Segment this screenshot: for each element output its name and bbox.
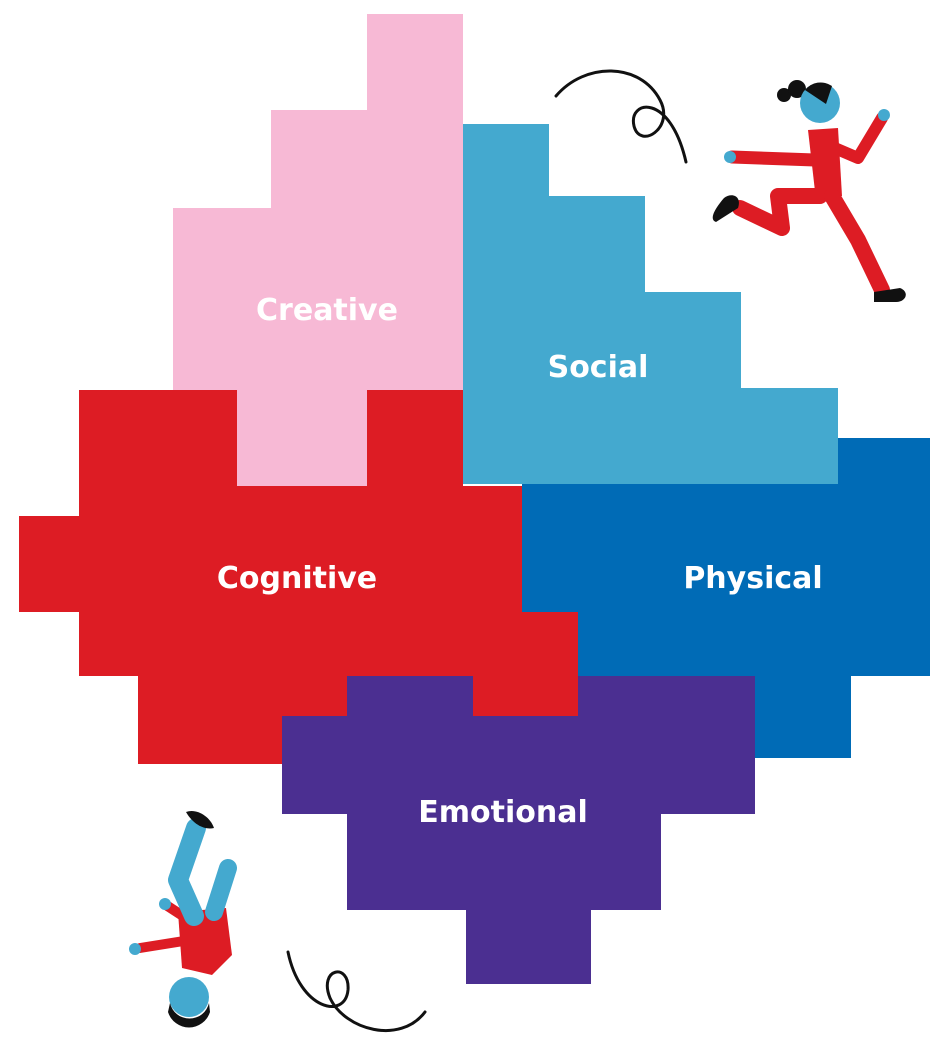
cognitive-block [19, 390, 578, 764]
emotional-label: Emotional [418, 795, 587, 830]
emotional-block [282, 676, 755, 984]
squiggle-bottom-icon [286, 950, 427, 1032]
cognitive-label: Cognitive [217, 561, 377, 596]
creative-label: Creative [256, 293, 398, 328]
physical-block [522, 438, 930, 758]
social-label: Social [548, 350, 649, 385]
running-person-icon [712, 80, 906, 302]
creative-block [173, 14, 463, 486]
social-block [463, 124, 838, 484]
upside-down-person-icon [129, 810, 237, 1028]
squiggle-top-icon [554, 69, 688, 164]
physical-label: Physical [683, 561, 822, 596]
